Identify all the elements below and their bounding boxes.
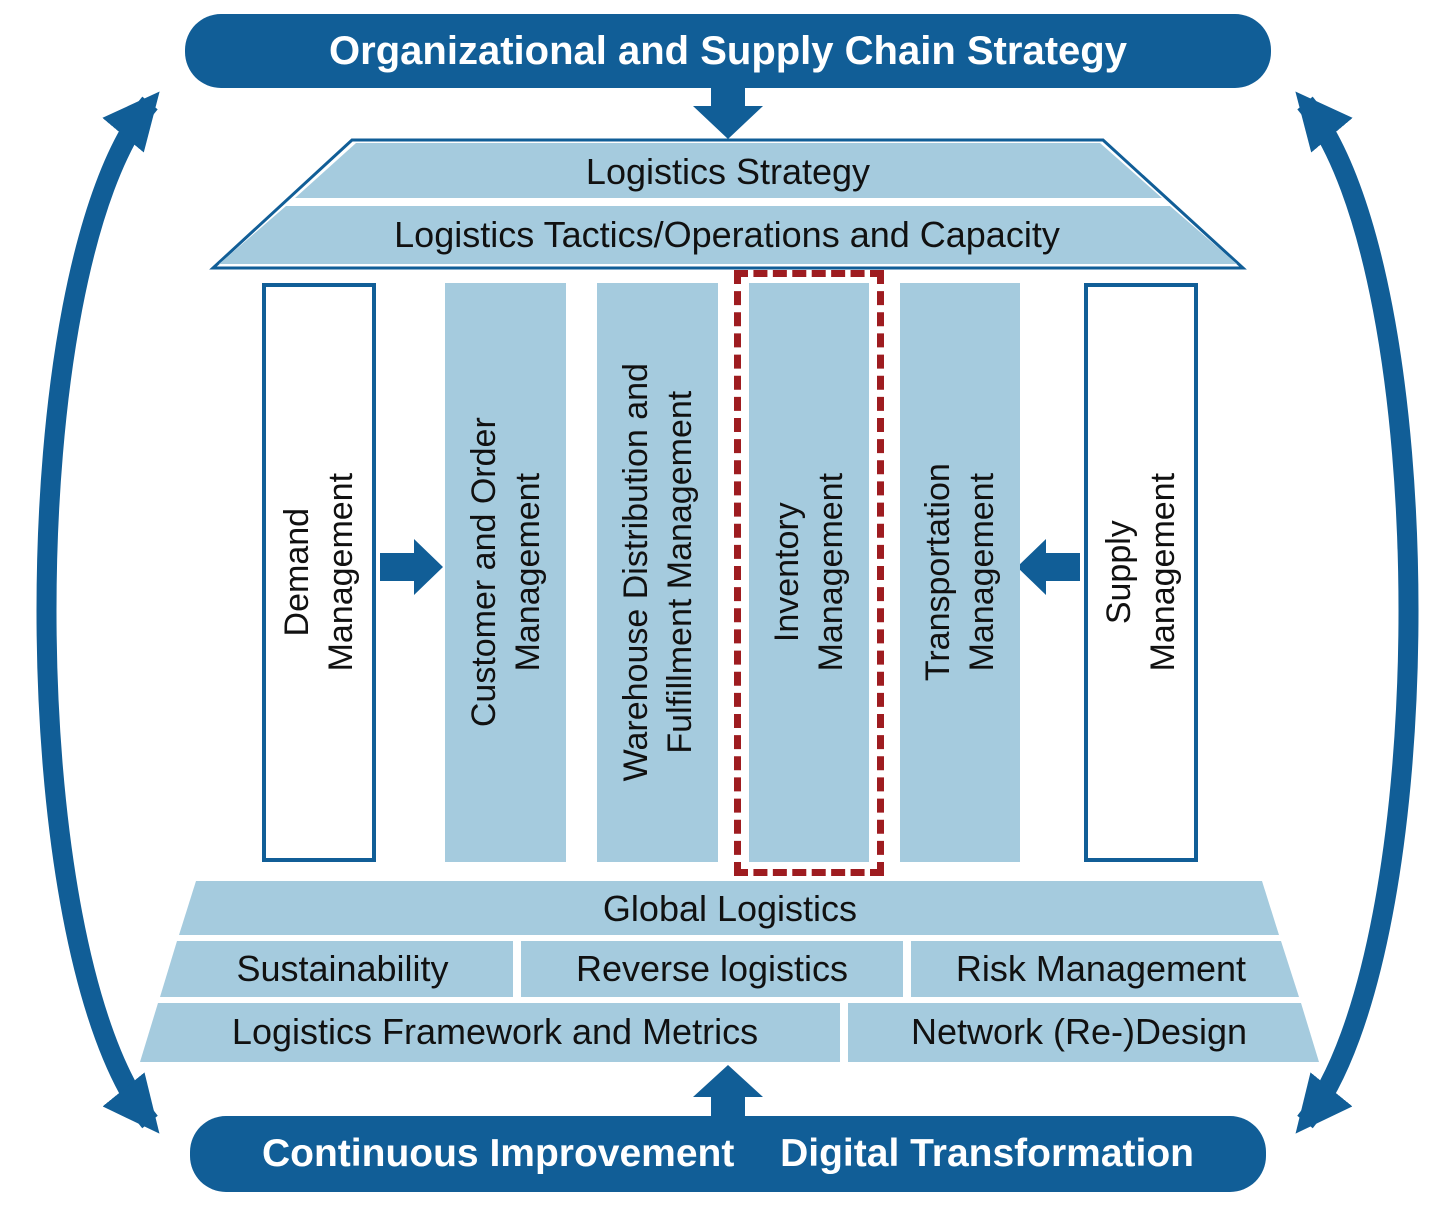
curved-arrow-right bbox=[1295, 91, 1419, 1134]
bottom-banner-continuous-improvement-label: Continuous Improvement bbox=[262, 1132, 735, 1175]
base-cell-risk-management bbox=[911, 941, 1299, 997]
curved-arrow-left bbox=[36, 91, 160, 1134]
top-banner-label: Organizational and Supply Chain Strategy bbox=[329, 28, 1127, 73]
pillar-demand-management-label: Demand Management bbox=[277, 473, 360, 672]
bottom-banner-digital-transformation-label: Digital Transformation bbox=[780, 1132, 1194, 1175]
arrow-down-icon bbox=[693, 88, 763, 139]
roof-band-strategy bbox=[295, 143, 1162, 198]
base-cell-global-logistics bbox=[179, 881, 1279, 935]
pillar-supply-management: Supply Management bbox=[1084, 283, 1198, 862]
base-cell-reverse-logistics bbox=[521, 941, 903, 997]
roof-logistics-strategy-label: Logistics Strategy bbox=[585, 151, 871, 192]
pillar-warehouse-fulfillment-management-label: Warehouse Distribution and Fulfillment M… bbox=[616, 363, 699, 782]
roof-band-tactics bbox=[219, 206, 1237, 264]
pillar-transportation-management: Transportation Management bbox=[900, 283, 1020, 862]
pillar-demand-management: Demand Management bbox=[262, 283, 376, 862]
arrow-left-icon bbox=[1017, 539, 1080, 595]
pillar-transportation-management-label: Transportation Management bbox=[918, 463, 1001, 682]
pillar-customer-order-management-label: Customer and Order Management bbox=[464, 417, 547, 728]
pillar-inventory-management: Inventory Management bbox=[749, 283, 869, 862]
base-cell-framework-metrics bbox=[140, 1003, 840, 1062]
base-risk-management-label: Risk Management bbox=[955, 948, 1247, 989]
base-sustainability-label: Sustainability bbox=[236, 948, 449, 989]
arrow-right-icon bbox=[380, 539, 443, 595]
pillar-supply-management-label: Supply Management bbox=[1099, 473, 1182, 672]
base-framework-metrics-label: Logistics Framework and Metrics bbox=[231, 1011, 759, 1052]
base-reverse-logistics-label: Reverse logistics bbox=[575, 948, 849, 989]
base-global-logistics-label: Global Logistics bbox=[602, 887, 858, 929]
top-banner: Organizational and Supply Chain Strategy bbox=[185, 14, 1271, 88]
base-cell-sustainability bbox=[160, 941, 513, 997]
base-network-redesign-label: Network (Re-)Design bbox=[910, 1011, 1248, 1052]
pillar-customer-order-management: Customer and Order Management bbox=[445, 283, 566, 862]
roof-logistics-tactics-label: Logistics Tactics/Operations and Capacit… bbox=[394, 214, 1060, 255]
pillar-inventory-management-label: Inventory Management bbox=[767, 473, 850, 672]
pillar-warehouse-fulfillment-management: Warehouse Distribution and Fulfillment M… bbox=[597, 283, 718, 862]
base-cell-network-redesign bbox=[848, 1003, 1319, 1062]
arrow-up-icon bbox=[693, 1065, 763, 1117]
bottom-banner: Continuous Improvement Digital Transform… bbox=[190, 1116, 1266, 1192]
